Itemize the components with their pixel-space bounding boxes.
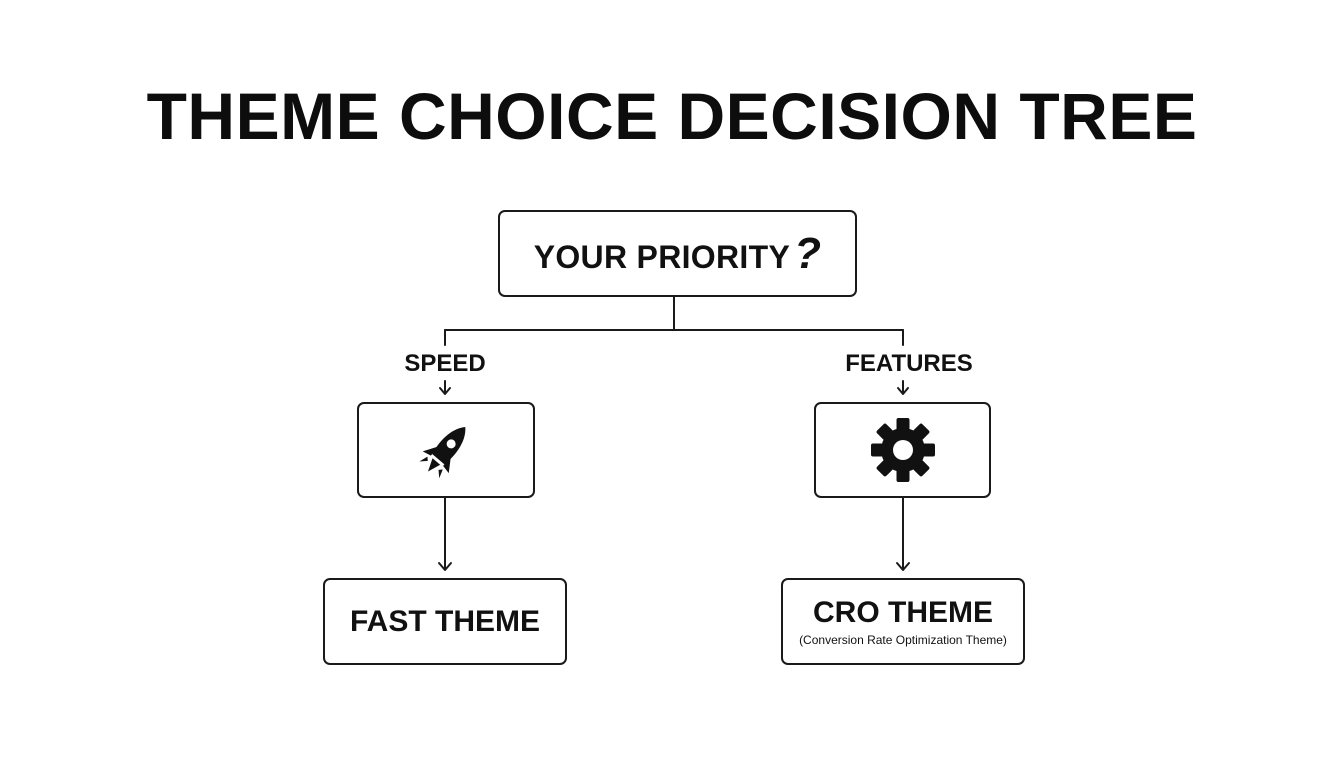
diagram-title: THEME CHOICE DECISION TREE xyxy=(146,79,1198,153)
fast-theme-node: FAST THEME xyxy=(323,578,567,665)
rocket-icon xyxy=(419,427,466,479)
cro-theme-node: CRO THEME (Conversion Rate Optimization … xyxy=(781,578,1025,665)
question-mark-icon: ? xyxy=(794,228,822,278)
priority-question-node: YOUR PRIORITY? xyxy=(498,210,857,297)
fast-theme-label: FAST THEME xyxy=(349,604,540,638)
branch-label-speed: SPEED xyxy=(404,350,486,377)
features-icon-node xyxy=(814,402,991,498)
cro-theme-label: CRO THEME xyxy=(813,596,993,629)
priority-question-label: YOUR PRIORITY? xyxy=(533,228,822,278)
cro-theme-subtitle: (Conversion Rate Optimization Theme) xyxy=(799,633,1007,647)
left-result-arrow-head xyxy=(438,562,452,571)
gear-icon xyxy=(870,418,935,482)
branch-label-features: FEATURES xyxy=(845,350,973,377)
features-arrow-head xyxy=(897,387,909,395)
speed-icon-node xyxy=(357,402,535,498)
right-result-arrow-head xyxy=(896,562,910,571)
speed-arrow-head xyxy=(439,387,451,395)
